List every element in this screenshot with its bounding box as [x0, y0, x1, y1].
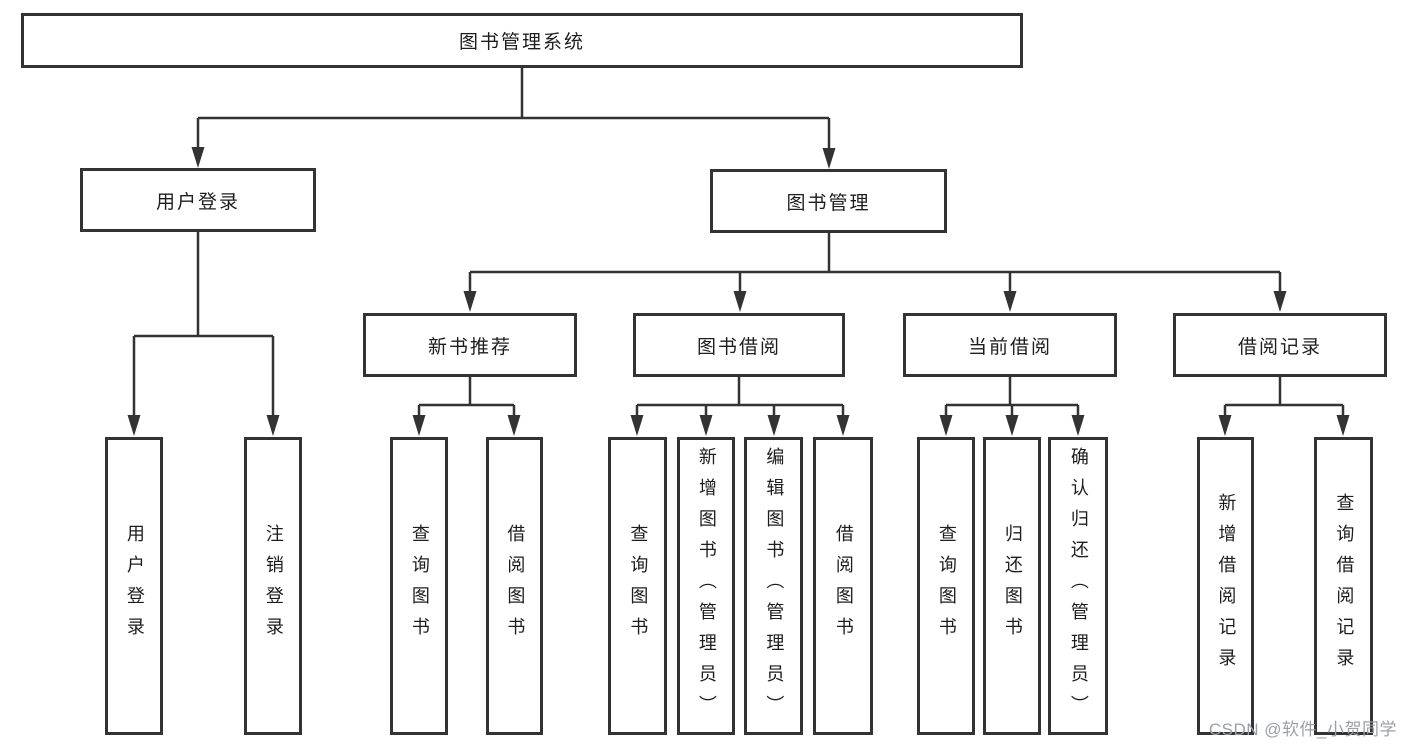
node-book-borrow: 图书借阅: [633, 313, 845, 377]
leaf-add-borrow-record: 新增借阅记录: [1197, 437, 1254, 735]
leaf-user-login-label: 用户登录: [124, 524, 145, 648]
node-current-borrow-label: 当前借阅: [967, 336, 1052, 358]
leaf-add-borrow-record-label: 新增借阅记录: [1216, 493, 1237, 679]
leaf-query-book-borrow: 查询图书: [608, 437, 667, 735]
leaf-return-book: 归还图书: [983, 437, 1041, 735]
leaf-borrow-book-recommend: 借阅图书: [486, 437, 543, 735]
leaf-borrow-book-label: 借阅图书: [833, 524, 854, 648]
leaf-query-book-borrow-label: 查询图书: [628, 524, 649, 648]
node-book-management-label: 图书管理: [786, 192, 871, 214]
leaf-query-book-recommend-label: 查询图书: [409, 524, 430, 648]
leaf-borrow-book: 借阅图书: [813, 437, 873, 735]
node-root-label: 图书管理系统: [458, 32, 585, 53]
leaf-return-book-label: 归还图书: [1002, 524, 1023, 648]
node-borrow-records-label: 借阅记录: [1237, 336, 1322, 358]
leaf-logout: 注销登录: [244, 437, 302, 735]
watermark: CSDN @软件_小贺同学: [1208, 720, 1397, 739]
node-root: 图书管理系统: [21, 13, 1023, 68]
node-user-login-label: 用户登录: [155, 191, 240, 213]
leaf-add-book-admin-label: 新增图书（管理员）: [696, 446, 717, 726]
arrowheads: [127, 147, 1350, 436]
leaf-user-login: 用户登录: [105, 437, 163, 735]
leaf-confirm-return-admin: 确认归还（管理员）: [1048, 437, 1108, 735]
node-book-borrow-label: 图书借阅: [696, 336, 781, 358]
leaf-edit-book-admin-label: 编辑图书（管理员）: [764, 446, 785, 726]
node-new-book-recommend: 新书推荐: [363, 313, 577, 377]
node-borrow-records: 借阅记录: [1173, 313, 1387, 377]
node-book-management: 图书管理: [710, 169, 947, 233]
node-new-book-recommend-label: 新书推荐: [427, 336, 512, 358]
leaf-confirm-return-admin-label: 确认归还（管理员）: [1068, 446, 1089, 726]
leaf-query-borrow-record: 查询借阅记录: [1314, 437, 1373, 735]
leaf-edit-book-admin: 编辑图书（管理员）: [744, 437, 803, 735]
leaf-query-book-current-label: 查询图书: [936, 524, 957, 648]
leaf-borrow-book-recommend-label: 借阅图书: [505, 524, 526, 648]
leaf-query-book-current: 查询图书: [917, 437, 975, 735]
leaf-logout-label: 注销登录: [263, 524, 284, 648]
node-user-login: 用户登录: [80, 168, 316, 232]
node-current-borrow: 当前借阅: [903, 313, 1117, 377]
leaf-add-book-admin: 新增图书（管理员）: [677, 437, 735, 735]
leaf-query-borrow-record-label: 查询借阅记录: [1334, 493, 1355, 679]
leaf-query-book-recommend: 查询图书: [390, 437, 448, 735]
